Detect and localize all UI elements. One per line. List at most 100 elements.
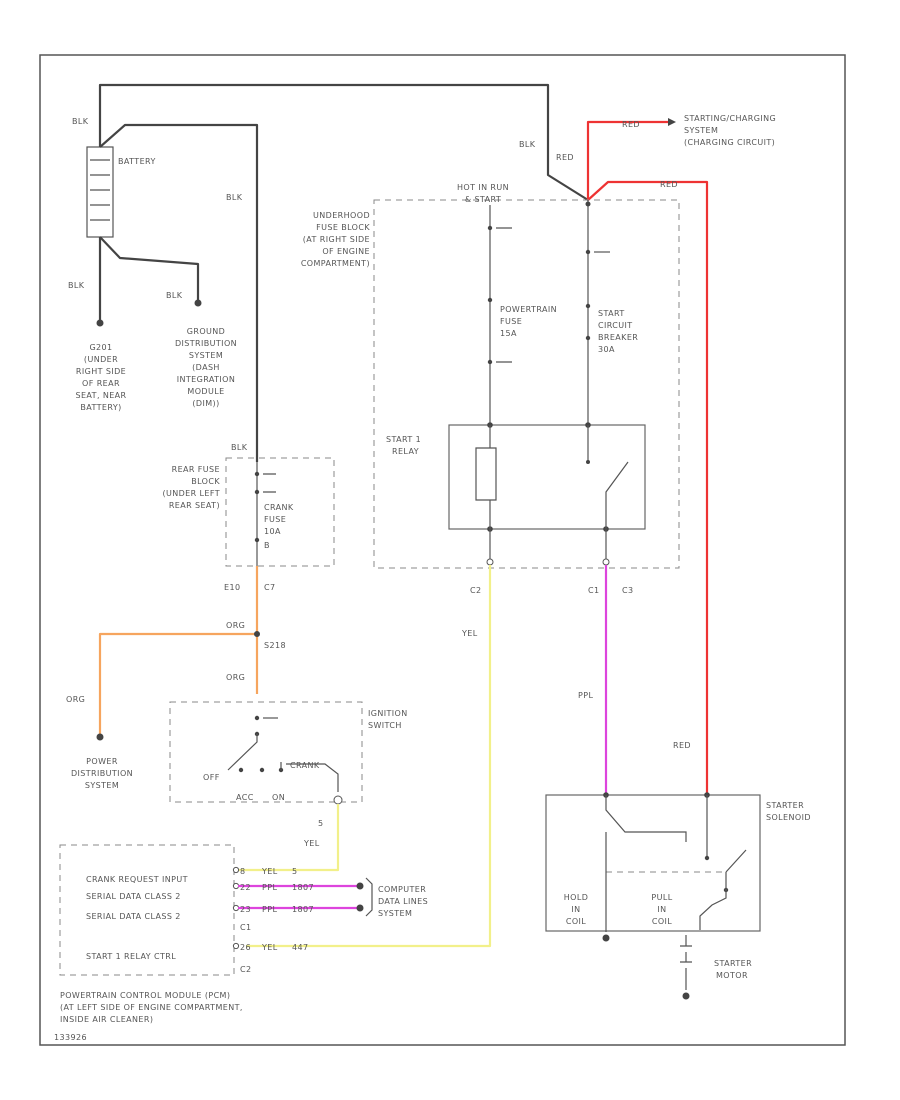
ignition-on-label: ON [272, 793, 285, 802]
svg-text:CRANK REQUEST INPUT: CRANK REQUEST INPUT [86, 875, 188, 884]
svg-text:START: START [598, 309, 625, 318]
svg-text:8: 8 [240, 867, 246, 876]
computer-data-lines-text: COMPUTER DATA LINES SYSTEM [378, 885, 428, 918]
svg-text:MOTOR: MOTOR [716, 971, 748, 980]
svg-text:SERIAL DATA CLASS 2: SERIAL DATA CLASS 2 [86, 912, 181, 921]
svg-text:IN: IN [571, 905, 580, 914]
svg-text:DATA LINES: DATA LINES [378, 897, 428, 906]
svg-text:(AT RIGHT SIDE: (AT RIGHT SIDE [303, 235, 370, 244]
svg-text:23: 23 [240, 905, 251, 914]
connector-c3-label: C3 [622, 586, 633, 595]
hot-in-run-text: HOT IN RUN & START [457, 183, 509, 204]
rear-fuse-block-text: REAR FUSE BLOCK (UNDER LEFT REAR SEAT) [162, 465, 220, 510]
breaker-dot [585, 303, 591, 309]
svg-text:FUSE: FUSE [500, 317, 522, 326]
svg-text:START 1: START 1 [386, 435, 421, 444]
breaker-dot [585, 335, 591, 341]
wire-blk-battery-to-fuse [99, 123, 259, 462]
svg-text:CIRCUIT: CIRCUIT [598, 321, 633, 330]
fuse-dot [254, 471, 260, 477]
svg-text:22: 22 [240, 883, 251, 892]
pull-in-coil-text: PULL IN COIL [651, 893, 672, 926]
svg-text:INSIDE AIR CLEANER): INSIDE AIR CLEANER) [60, 1015, 153, 1024]
starter-motor-icon [680, 935, 692, 990]
svg-text:SERIAL DATA CLASS 2: SERIAL DATA CLASS 2 [86, 892, 181, 901]
branch-arrows [263, 473, 276, 493]
svg-text:HOLD: HOLD [564, 893, 589, 902]
svg-text:POWERTRAIN: POWERTRAIN [500, 305, 557, 314]
pcm-caption: POWERTRAIN CONTROL MODULE (PCM) (AT LEFT… [60, 991, 242, 1024]
label-blk-fuse-in: BLK [231, 443, 248, 452]
hold-coil-ground-icon [602, 934, 610, 942]
label-org-upper: ORG [226, 621, 245, 630]
svg-text:PPL: PPL [262, 883, 277, 892]
hold-in-coil-text: HOLD IN COIL [564, 893, 589, 926]
svg-text:UNDERHOOD: UNDERHOOD [313, 211, 370, 220]
charging-arrow-icon [668, 118, 676, 126]
switch-contact [254, 715, 260, 721]
start-1-relay-text: START 1 RELAY [386, 435, 421, 456]
underhood-fuse-block-text: UNDERHOOD FUSE BLOCK (AT RIGHT SIDE OF E… [301, 211, 370, 268]
wire-blk-top [98, 83, 589, 201]
wire-red-to-solenoid [587, 180, 709, 795]
svg-text:STARTER: STARTER [714, 959, 752, 968]
pcm-pin [232, 904, 240, 912]
svg-text:RELAY: RELAY [392, 447, 419, 456]
svg-text:SEAT, NEAR: SEAT, NEAR [75, 391, 126, 400]
svg-text:COIL: COIL [566, 917, 586, 926]
svg-text:RIGHT SIDE: RIGHT SIDE [76, 367, 126, 376]
label-blk-right: BLK [519, 140, 536, 149]
connector-c1-pin [602, 558, 610, 566]
svg-text:FUSE: FUSE [264, 515, 286, 524]
svg-text:PPL: PPL [262, 905, 277, 914]
pcm-connector-c1: C1 [240, 923, 251, 932]
starter-motor-text: STARTER MOTOR [714, 959, 752, 980]
starter-solenoid-box [545, 794, 761, 932]
svg-text:REAR FUSE: REAR FUSE [172, 465, 220, 474]
svg-text:OF ENGINE: OF ENGINE [322, 247, 370, 256]
svg-text:1807: 1807 [292, 883, 314, 892]
switch-contact [259, 767, 265, 773]
fuse-dot [487, 359, 493, 365]
rear-fuse-block-outline [225, 457, 335, 567]
ignition-connector-pin [333, 795, 343, 805]
svg-text:SYSTEM: SYSTEM [189, 351, 223, 360]
ignition-off-label: OFF [203, 773, 220, 782]
svg-text:YEL: YEL [261, 943, 278, 952]
label-blk-ground: BLK [68, 281, 85, 290]
svg-text:DISTRIBUTION: DISTRIBUTION [71, 769, 133, 778]
ground-g201-text: G201 (UNDER RIGHT SIDE OF REAR SEAT, NEA… [75, 343, 126, 412]
relay-switch [587, 425, 629, 529]
underhood-fuse-block-outline [373, 199, 680, 569]
svg-text:REAR SEAT): REAR SEAT) [169, 501, 220, 510]
svg-text:COMPUTER: COMPUTER [378, 885, 426, 894]
svg-text:GROUND: GROUND [187, 327, 225, 336]
relay-leads [489, 529, 607, 560]
svg-text:BLOCK: BLOCK [191, 477, 220, 486]
svg-text:5: 5 [292, 867, 298, 876]
svg-text:& START: & START [465, 195, 501, 204]
svg-text:BREAKER: BREAKER [598, 333, 638, 342]
pcm-wire-labels: 8 YEL 5 22 PPL 1807 23 PPL 1807 26 YEL 4… [240, 867, 314, 952]
label-red-junction: RED [556, 153, 574, 162]
svg-text:OF REAR: OF REAR [82, 379, 120, 388]
svg-text:1807: 1807 [292, 905, 314, 914]
splice-s218 [254, 631, 260, 637]
ignition-switch-lever [227, 734, 258, 771]
svg-text:(UNDER: (UNDER [84, 355, 118, 364]
pcm-pin [232, 882, 240, 890]
ground-dim-symbol [194, 299, 202, 307]
svg-text:SYSTEM: SYSTEM [85, 781, 119, 790]
svg-text:CRANK: CRANK [264, 503, 294, 512]
battery: BATTERY [86, 146, 155, 238]
svg-text:INTEGRATION: INTEGRATION [177, 375, 236, 384]
svg-text:26: 26 [240, 943, 251, 952]
svg-text:G201: G201 [89, 343, 112, 352]
wire-yel-ignition-to-pcm [238, 804, 340, 872]
label-red-solenoid: RED [673, 741, 691, 750]
ground-distribution-text: GROUND DISTRIBUTION SYSTEM (DASH INTEGRA… [175, 327, 237, 408]
wire-yel-relay-to-pcm [246, 565, 492, 948]
start-circuit-breaker-text: START CIRCUIT BREAKER 30A [598, 309, 638, 354]
label-red-right: RED [660, 180, 678, 189]
